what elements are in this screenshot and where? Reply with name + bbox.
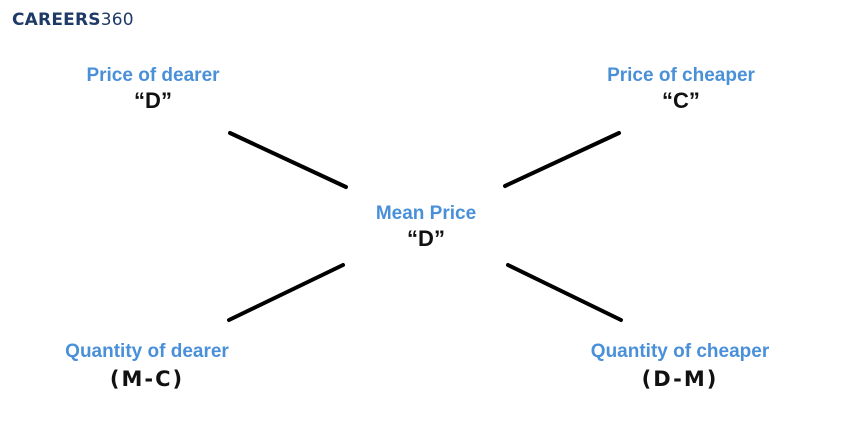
node-quantity-cheaper: Quantity of cheaper (D-M) <box>591 340 769 394</box>
logo-text-light: 360 <box>100 10 134 30</box>
quantity-dearer-value: (M-C) <box>109 367 185 391</box>
quantity-cheaper-value: (D-M) <box>641 367 719 391</box>
mean-price-label: Mean Price <box>375 203 477 224</box>
mean-price-value: “D” <box>407 226 445 251</box>
connector-bottom-right <box>506 263 623 322</box>
quantity-dearer-label: Quantity of dearer <box>65 341 229 362</box>
price-dearer-value: “D” <box>134 88 172 113</box>
node-mean-price: Mean Price “D” <box>376 202 476 252</box>
connector-bottom-left <box>227 263 345 322</box>
careers360-logo: CAREERS360 <box>12 10 134 30</box>
node-quantity-dearer: Quantity of dearer (M-C) <box>65 340 229 394</box>
price-cheaper-label: Price of cheaper <box>607 65 755 86</box>
connector-top-left <box>228 131 348 189</box>
price-dearer-label: Price of dearer <box>86 65 220 86</box>
price-cheaper-value: “C” <box>662 88 700 113</box>
connector-top-right <box>503 131 621 188</box>
logo-text-bold: CAREERS <box>12 10 101 30</box>
node-price-cheaper: Price of cheaper “C” <box>607 64 755 114</box>
node-price-dearer: Price of dearer “D” <box>86 64 219 114</box>
quantity-cheaper-label: Quantity of cheaper <box>590 341 770 362</box>
